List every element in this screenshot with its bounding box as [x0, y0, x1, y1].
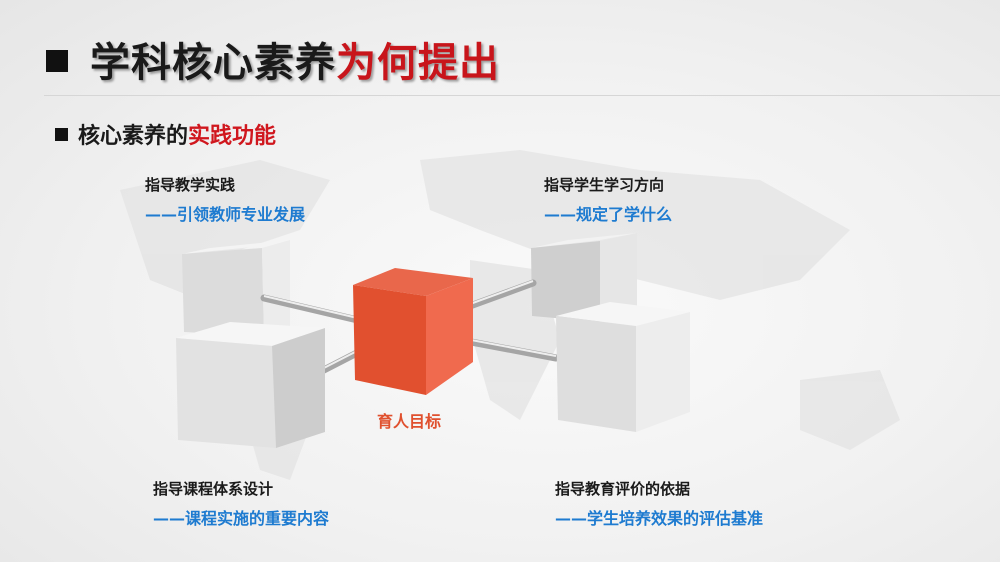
cube-top-left [182, 240, 290, 336]
title-divider [44, 95, 1000, 96]
center-cube [353, 268, 473, 395]
node-heading: 指导教学实践 [145, 176, 236, 194]
page-title: 学科核心素养为何提出 [46, 30, 500, 88]
node-heading: 指导学生学习方向 [544, 176, 665, 194]
cube-bottom-left [176, 322, 325, 448]
bullet-square-icon [46, 50, 68, 72]
node-detail: ——学生培养效果的评估基准 [555, 509, 764, 528]
bullet-square-icon [55, 127, 68, 141]
subtitle-main: 核心素养的 [78, 124, 189, 149]
node-label-bottom-right: 指导教育评价的依据 ——学生培养效果的评估基准 [555, 478, 763, 529]
node-heading: 指导教育评价的依据 [555, 480, 691, 498]
cube-bottom-right [556, 302, 690, 432]
title-main: 学科核心素养 [90, 40, 336, 86]
rod [466, 279, 537, 310]
cube-top-right [531, 233, 637, 322]
node-heading: 指导课程体系设计 [153, 480, 274, 498]
subtitle-highlight: 实践功能 [188, 124, 277, 149]
node-label-top-right: 指导学生学习方向 ——规定了学什么 [544, 174, 672, 225]
node-detail: ——引领教师专业发展 [145, 205, 306, 224]
node-detail: ——课程实施的重要内容 [153, 509, 330, 528]
title-highlight: 为何提出 [336, 40, 500, 86]
center-label: 育人目标 [377, 412, 442, 431]
section-subtitle: 核心素养的实践功能 [55, 118, 276, 150]
node-detail: ——规定了学什么 [544, 205, 673, 224]
node-label-bottom-left: 指导课程体系设计 ——课程实施的重要内容 [153, 478, 329, 529]
node-label-top-left: 指导教学实践 ——引领教师专业发展 [145, 174, 305, 225]
rod [260, 294, 370, 326]
